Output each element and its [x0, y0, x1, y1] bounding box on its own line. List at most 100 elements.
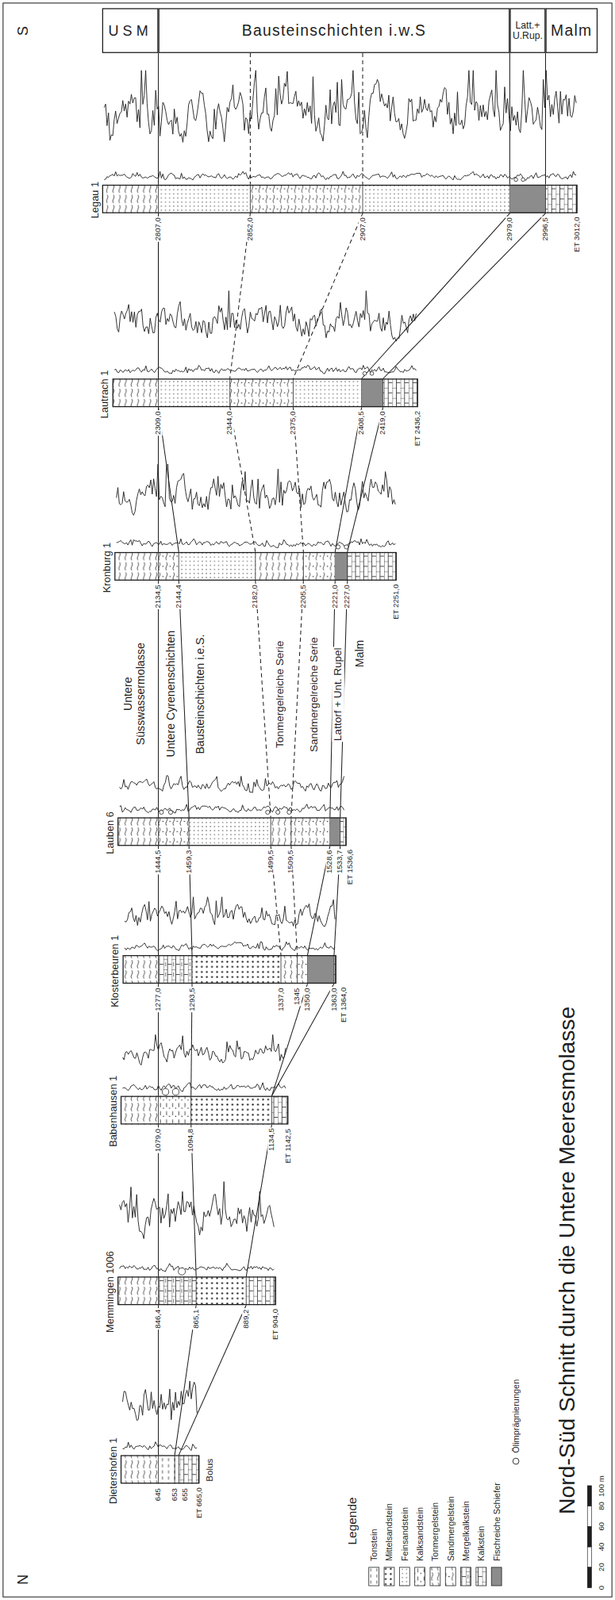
depth-label: 1293,5 — [188, 987, 197, 1013]
legend-swatch — [491, 1568, 502, 1587]
legend-heading: Legende — [345, 1496, 360, 1547]
correlation-line — [178, 1305, 246, 1456]
unit-label: Untere Süsswassermolasse — [121, 640, 147, 749]
depth-label: 2807,0 — [153, 216, 163, 243]
header-text: Malm — [550, 22, 592, 39]
well-name: Babenhausen 1 — [107, 1074, 119, 1149]
oil-mark — [276, 810, 281, 815]
depth-label: 1459,3 — [184, 849, 194, 875]
depth-label: 1528,6 — [326, 849, 335, 875]
depth-label: 1134,5 — [267, 1127, 277, 1153]
correlation-line — [383, 213, 546, 379]
log-curve — [114, 291, 416, 343]
unit-label: Malm — [353, 638, 366, 669]
lithology-interval — [192, 955, 281, 984]
lithology-interval — [158, 817, 190, 846]
lithology-interval — [158, 955, 193, 984]
depth-label: 2309,0 — [153, 410, 163, 436]
lithology-interval — [158, 1276, 197, 1306]
lithology-interval — [114, 552, 158, 581]
depth-label: 1533,7 — [336, 849, 346, 875]
depth-label: ET 1536,6 — [345, 849, 355, 887]
depth-label: 1350,0 — [303, 987, 312, 1013]
depth-label: 1337,0 — [276, 987, 286, 1013]
log-curve — [122, 1034, 285, 1065]
lithology-interval — [270, 817, 292, 846]
log-curve — [103, 70, 577, 143]
correlation-line — [347, 407, 384, 553]
scale-number: 60 — [597, 1522, 607, 1533]
compass-label: N — [15, 1573, 31, 1587]
lithology-interval — [340, 817, 347, 846]
sheet-frame — [3, 3, 612, 1598]
lithology-interval — [188, 817, 271, 846]
oil-mark — [287, 810, 292, 815]
log-curve — [122, 1083, 285, 1092]
well-name: Legau 1 — [88, 180, 100, 220]
well-column: Klosterbeuren 1 — [122, 955, 336, 984]
scale-number: 40 — [597, 1541, 607, 1553]
depth-label: 865,1 — [192, 1308, 201, 1330]
oil-symbol — [512, 1458, 519, 1465]
depth-label: ET 1142,5 — [284, 1128, 293, 1165]
lithology-interval — [249, 184, 363, 214]
log-curve — [119, 1182, 275, 1240]
depth-label: 889,2 — [242, 1308, 251, 1330]
lithology-interval — [158, 552, 180, 581]
lithology-interval — [280, 955, 298, 984]
oil-mark — [159, 810, 164, 815]
unit-label: Untere Cyrenenschichten — [164, 630, 177, 759]
legend-text: Tonstein — [369, 1528, 379, 1563]
oil-mark — [161, 1088, 169, 1096]
oil-mark — [178, 1268, 186, 1276]
log-curve — [122, 1442, 197, 1452]
legend-pattern — [384, 1568, 395, 1587]
oil-mark — [168, 810, 173, 815]
header-cell: Latt.+ U.Rup. — [509, 7, 546, 54]
correlation-line — [361, 213, 511, 379]
depth-label: 1079,0 — [153, 1127, 163, 1154]
log-curve — [124, 897, 335, 927]
well-column-ground — [112, 378, 419, 408]
legend-text: Sandmergelstein — [445, 1495, 456, 1564]
scale-bar — [587, 1526, 592, 1548]
well-column-ground — [102, 184, 578, 214]
legend-pattern — [445, 1568, 456, 1587]
scale-bar — [587, 1486, 592, 1507]
lithology-interval — [158, 1455, 176, 1484]
well-name: Klosterbeuren 1 — [108, 934, 120, 1008]
oil-mark — [521, 177, 526, 182]
oil-mark — [336, 545, 341, 550]
correlation-line — [292, 213, 363, 379]
legend-text: Tonmergelstein — [430, 1502, 441, 1564]
depth-label: 2375,0 — [288, 410, 298, 436]
legend-pattern — [461, 1568, 472, 1587]
lithology-interval — [347, 552, 397, 581]
depth-label: 2419,0 — [379, 410, 389, 436]
depth-label: ET 904,0 — [271, 1308, 281, 1342]
unit-label: Lattorf + Unt. Rupel — [331, 645, 344, 742]
depth-label: 1444,5 — [153, 849, 163, 875]
depth-label: 1499,5 — [266, 849, 276, 875]
depth-label: 2996,5 — [541, 216, 550, 243]
well-column: Kronburg 1 — [114, 552, 396, 581]
correlation-line — [271, 984, 308, 1096]
depth-label: 1345 — [292, 987, 302, 1007]
well-column-ground — [120, 1455, 200, 1484]
lithology-interval — [255, 552, 304, 581]
depth-label: ET 665,0 — [195, 1487, 204, 1521]
lithology-interval — [330, 817, 341, 846]
legend-text: Fischreiche Schiefer — [492, 1482, 502, 1564]
legend-text: Kalksandstein — [415, 1506, 425, 1564]
unit-label: Sandmergelreiche Serie — [308, 635, 321, 753]
lithology-interval — [230, 378, 294, 408]
scale-bar — [587, 1547, 592, 1569]
oil-mark — [514, 177, 519, 182]
well-name: Memmingen 1006 — [103, 1250, 116, 1335]
depth-label: ET 2251,0 — [392, 583, 401, 621]
log-curve — [122, 1381, 197, 1422]
well-column-ground — [114, 552, 396, 581]
depth-label: 655 — [180, 1487, 190, 1503]
well-name: Lauben 6 — [103, 811, 116, 856]
